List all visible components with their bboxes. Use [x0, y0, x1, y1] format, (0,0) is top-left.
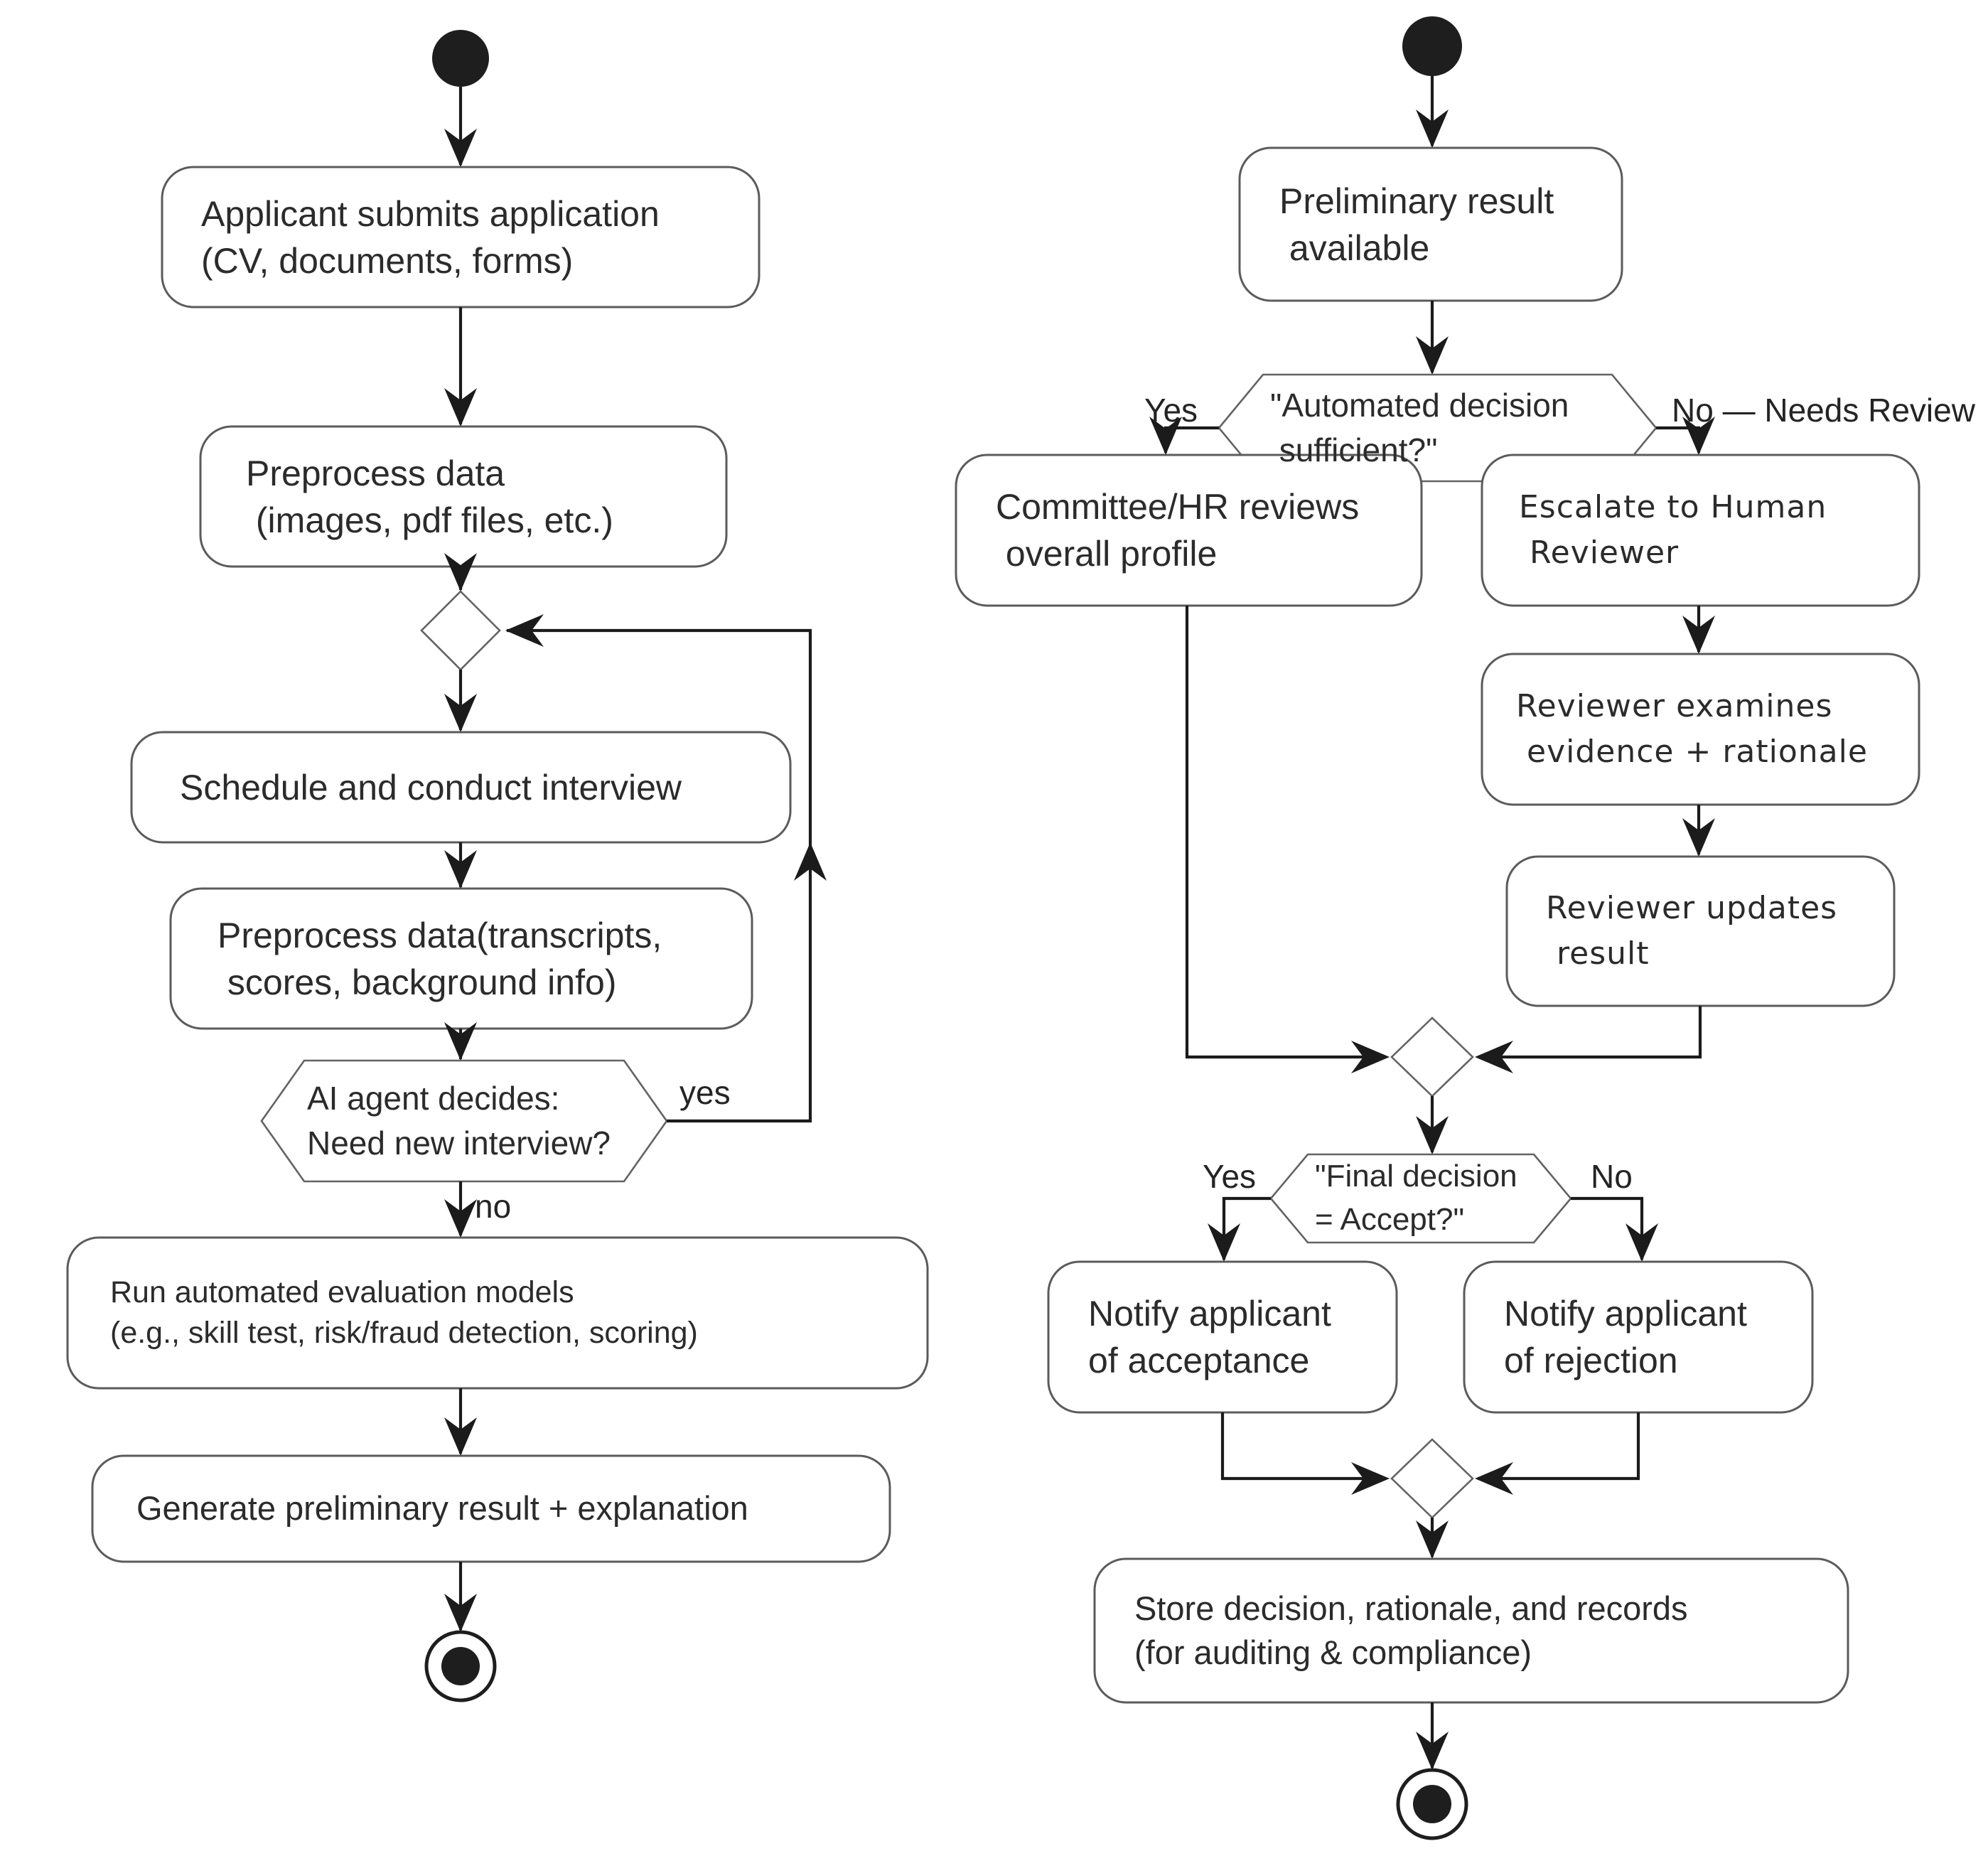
arrowhead-left-icon [1475, 1462, 1513, 1495]
arrowhead-left-icon [505, 614, 544, 647]
left-flow-connectors [444, 87, 827, 1632]
edge-label-accept-no: No [1591, 1158, 1633, 1195]
arrowhead-down-icon [444, 1594, 477, 1632]
left-node-preprocess-data-label: Preprocess data (images, pdf files, etc.… [246, 453, 613, 540]
left-node-run-evaluation-shape [66, 1236, 929, 1390]
right-merge-diamond-1 [1390, 1016, 1474, 1098]
edge-left-decision-yes-loop [507, 628, 812, 1123]
arrowhead-down-icon [1682, 616, 1715, 654]
edge-right-committee-to-merge [1185, 606, 1386, 1059]
arrowhead-down-icon [444, 129, 477, 167]
edge-label-accept-yes: Yes [1203, 1158, 1257, 1195]
right-node-preliminary-result-label: Preliminary result available [1279, 181, 1554, 268]
left-start-node [432, 30, 489, 87]
right-node-escalate-label: Escalate to Human Reviewer [1519, 489, 1827, 571]
arrowhead-up-icon [794, 842, 827, 881]
right-node-reviewer-updates-label: Reviewer updates result [1546, 890, 1838, 972]
edge-right-accept-yes [1222, 1196, 1271, 1260]
left-flow-shapes [66, 30, 929, 1702]
right-node-notify-acceptance-label: Notify applicant of acceptance [1088, 1294, 1331, 1380]
edge-right-rejection-to-merge2 [1478, 1412, 1640, 1481]
left-merge-diamond [420, 590, 501, 671]
right-node-store-decision-label: Store decision, rationale, and records (… [1134, 1589, 1688, 1671]
right-node-escalate-shape [1481, 454, 1920, 607]
arrowhead-down-icon [444, 850, 477, 889]
edge-label-sufficient-yes: Yes [1144, 392, 1198, 429]
right-node-notify-rejection-label: Notify applicant of rejection [1504, 1294, 1747, 1380]
right-flow-shapes [955, 16, 1920, 1840]
right-merge-diamond-2 [1390, 1438, 1474, 1519]
edge-right-updates-to-merge [1478, 1006, 1702, 1059]
arrowhead-down-icon [1682, 417, 1715, 455]
left-decision-need-new-interview-shape [260, 1059, 668, 1183]
arrowhead-down-icon [444, 388, 477, 426]
right-flow-connectors [1149, 76, 1715, 1770]
left-decision-need-new-interview-label: AI agent decides: Need new interview? [307, 1079, 611, 1161]
edge-label-sufficient-no: No — Needs Review [1672, 392, 1975, 429]
arrowhead-left-icon [1475, 1041, 1513, 1073]
right-node-reviewer-examines-shape [1481, 653, 1920, 806]
arrowhead-down-icon [1149, 417, 1182, 455]
right-start-node [1402, 16, 1462, 76]
left-node-schedule-interview-label: Schedule and conduct interview [180, 767, 682, 808]
right-end-node-inner [1413, 1785, 1451, 1823]
right-decision-automated-sufficient-label: "Automated decision sufficient?" [1270, 386, 1569, 468]
right-node-committee-reviews-shape [955, 454, 1423, 607]
arrowhead-down-icon [444, 694, 477, 732]
left-node-generate-result-shape [91, 1454, 891, 1563]
right-node-store-decision-shape [1093, 1557, 1849, 1704]
left-node-generate-result-label: Generate preliminary result + explanatio… [136, 1489, 748, 1528]
left-end-node-inner [441, 1647, 480, 1685]
arrowhead-down-icon [1416, 1116, 1449, 1154]
right-decision-final-accept-label: "Final decision = Accept?" [1315, 1159, 1517, 1237]
arrowhead-down-icon [444, 1417, 477, 1456]
arrowhead-down-icon [1208, 1223, 1240, 1262]
edge-right-acceptance-to-merge2 [1220, 1412, 1386, 1481]
arrowhead-down-icon [1416, 1732, 1449, 1770]
right-node-committee-reviews-label: Committee/HR reviews overall profile [996, 487, 1360, 574]
arrowhead-down-icon [444, 1022, 477, 1061]
arrowhead-down-icon [444, 553, 477, 591]
edge-label-yes: yes [679, 1074, 731, 1111]
arrowhead-down-icon [1626, 1223, 1658, 1262]
left-node-preprocess-transcripts-label: Preprocess data(transcripts, scores, bac… [217, 915, 662, 1002]
arrowhead-down-icon [1416, 1520, 1449, 1559]
arrowhead-down-icon [444, 1199, 477, 1238]
arrowhead-right-icon [1351, 1041, 1390, 1073]
arrowhead-down-icon [1416, 336, 1449, 375]
arrowhead-down-icon [1682, 818, 1715, 857]
left-node-run-evaluation-label: Run automated evaluation models (e.g., s… [110, 1275, 698, 1350]
edge-label-no: no [475, 1188, 512, 1225]
right-node-reviewer-examines-label: Reviewer examines evidence + rationale [1516, 688, 1868, 770]
left-node-submit-application-label: Applicant submits application (CV, docum… [201, 193, 660, 281]
arrowhead-right-icon [1351, 1462, 1390, 1495]
arrowhead-down-icon [1416, 109, 1449, 148]
